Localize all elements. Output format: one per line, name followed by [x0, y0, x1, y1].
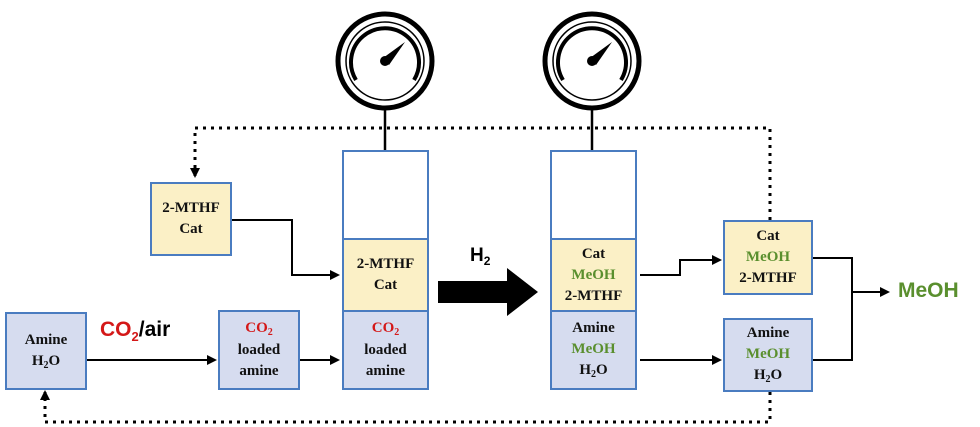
box-text: 2-MTHF [356, 256, 415, 272]
box-text: Amine [24, 331, 68, 348]
reactor-1-headspace [342, 150, 429, 240]
separation-aqueous-box: Amine MeOH H2O [723, 318, 813, 392]
mthf-catalyst-box: 2-MTHF Cat [150, 182, 232, 256]
amine-water-box: Amine H2O [5, 312, 87, 390]
subscript: 2 [765, 374, 771, 385]
co2-text: CO2 [245, 318, 273, 340]
box-text: Cat [179, 221, 203, 237]
reactor-2-aqueous-phase: Amine MeOH H2O [550, 310, 637, 390]
catalyst-recycle-line [190, 126, 772, 220]
box-text: Cat [581, 245, 606, 262]
box-text: loaded [237, 342, 281, 358]
meoh-text: MeOH [571, 341, 616, 357]
box-text: amine [365, 363, 406, 379]
box-text: CO [371, 320, 395, 336]
box-text: H2O [754, 365, 782, 387]
meoh-text: MeOH [745, 346, 791, 362]
box-text: amine [239, 363, 279, 379]
co2-text: CO [100, 318, 132, 341]
hydrogen-label: H2 [470, 245, 491, 268]
subscript: 2 [131, 329, 139, 344]
box-text: 2-MTHF [739, 270, 797, 286]
meoh-text: MeOH [745, 249, 791, 265]
meoh-text: MeOH [571, 266, 616, 283]
co2-text: CO2 [372, 318, 400, 340]
box-text: H [753, 367, 766, 383]
pressure-gauge-icon [335, 11, 435, 152]
air-text: /air [138, 318, 171, 341]
box-text: Cat [373, 277, 398, 293]
box-text: loaded [364, 342, 407, 358]
box-text: Cat [756, 228, 780, 244]
box-text: O [770, 367, 783, 383]
subscript: 2 [43, 359, 49, 371]
subscript: 2 [394, 327, 400, 338]
co2-air-label: CO2/air [100, 318, 171, 344]
box-text: H2O [32, 351, 60, 373]
subscript: 2 [267, 327, 273, 338]
box-text: Amine [746, 325, 790, 341]
h2-text: H [470, 245, 484, 266]
pressure-gauge-icon [542, 11, 642, 152]
separation-organic-box: Cat MeOH 2-MTHF [723, 220, 813, 295]
box-text: 2-MTHF [162, 200, 220, 216]
product-merge-line [813, 257, 853, 361]
hydrogen-arrow [438, 268, 538, 316]
subscript: 2 [591, 369, 596, 380]
reactor-1-aqueous-phase: CO2 loaded amine [342, 310, 429, 390]
box-text: 2-MTHF [564, 287, 623, 304]
reactor-2-headspace [550, 150, 637, 240]
co2-loaded-amine-box: CO2 loaded amine [218, 310, 300, 390]
organic-phase-arrow [640, 255, 722, 276]
box-text: O [596, 362, 608, 378]
box-text: Amine [572, 320, 615, 336]
methanol-product-label: MeOH [898, 279, 959, 302]
reactor-2-organic-phase: Cat MeOH 2-MTHF [550, 238, 637, 312]
reactor-1-organic-phase: 2-MTHF Cat [342, 238, 429, 312]
box-text: H [579, 362, 591, 378]
box-text: CO [245, 320, 268, 336]
box-text: H [31, 352, 44, 369]
amine-recycle-line [40, 384, 772, 424]
box-text: O [48, 352, 61, 369]
subscript: 2 [483, 254, 491, 268]
catalyst-feed-arrow [232, 219, 340, 280]
box-text: H2O [579, 360, 607, 382]
